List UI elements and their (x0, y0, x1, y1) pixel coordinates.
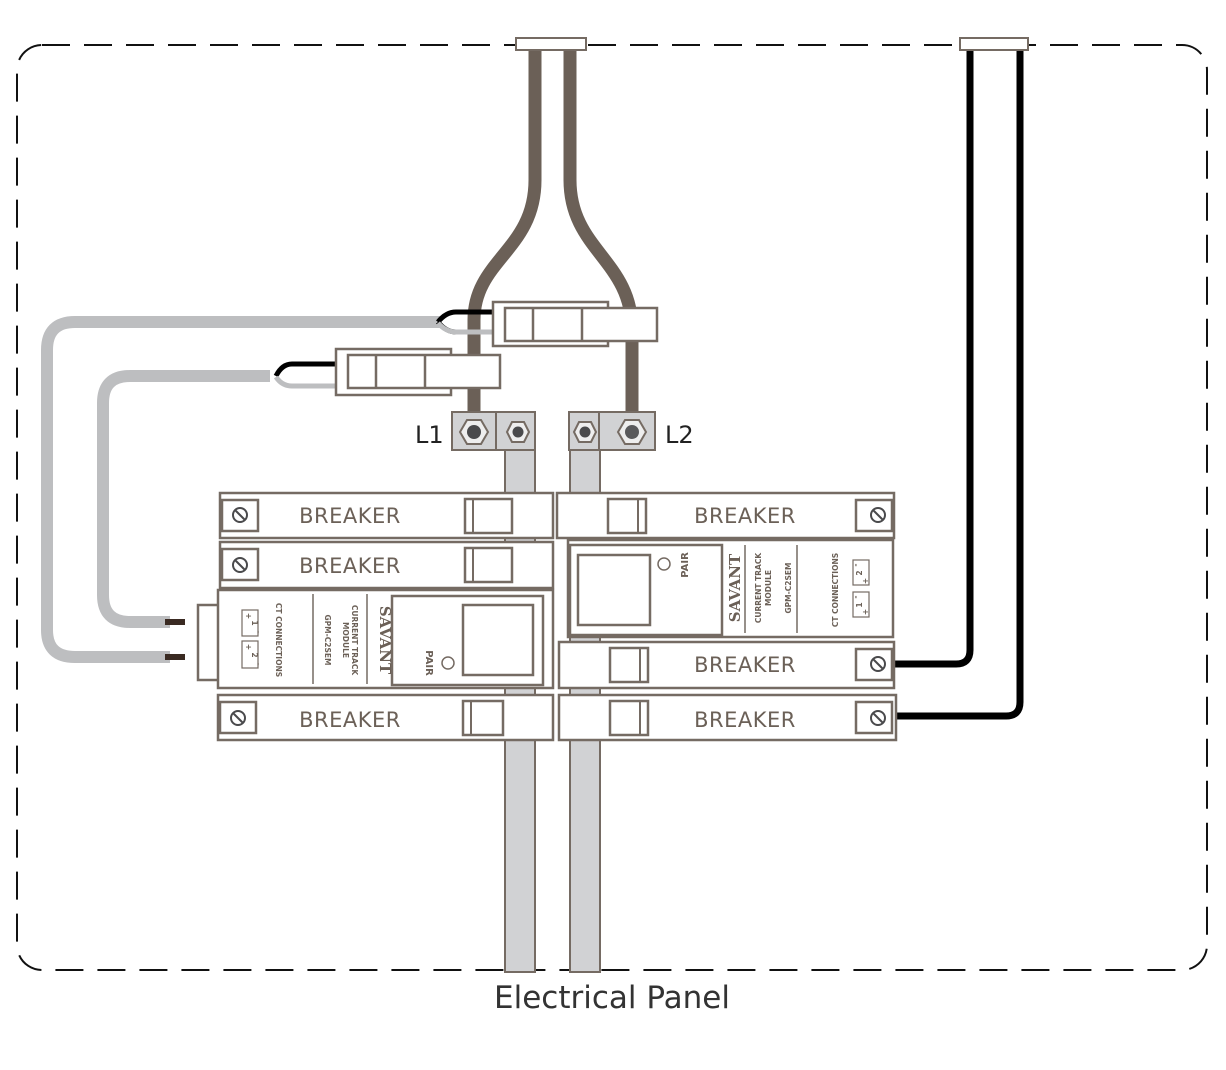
svg-text:1: 1 (855, 602, 864, 607)
svg-text:BREAKER: BREAKER (299, 504, 401, 528)
svg-text:PAIR: PAIR (680, 552, 691, 578)
svg-text:-: - (254, 662, 263, 665)
svg-text:BREAKER: BREAKER (694, 504, 796, 528)
svg-text:-: - (851, 595, 860, 598)
screw-icon (230, 710, 246, 726)
svg-text:SAVANT: SAVANT (376, 606, 394, 675)
breaker-handle (606, 497, 648, 535)
breaker-handle (461, 699, 505, 737)
panel-border (16, 44, 1208, 971)
screw-icon (870, 656, 886, 672)
svg-text:MODULE: MODULE (764, 570, 773, 606)
svg-text:+: + (861, 578, 870, 584)
breaker-handle (608, 646, 650, 684)
service-entry-connector (515, 37, 587, 51)
breaker-handle (608, 699, 650, 737)
svg-text:+: + (244, 613, 253, 619)
screw-icon (870, 710, 886, 726)
ct-connector-plug (196, 603, 222, 682)
pair-led-icon (441, 656, 455, 670)
lug-label-l2: L2 (665, 421, 694, 449)
ct-clamp-1 (491, 300, 659, 348)
svg-text:MODULE: MODULE (341, 622, 350, 658)
svg-text:SAVANT: SAVANT (726, 553, 744, 622)
breaker-left-2[interactable]: BREAKER (218, 540, 555, 590)
breaker-left-1[interactable]: BREAKER (218, 491, 555, 540)
svg-text:BREAKER: BREAKER (299, 554, 401, 578)
branch-entry-connector (959, 37, 1029, 51)
svg-text:BREAKER: BREAKER (694, 653, 796, 677)
svg-text:1: 1 (250, 620, 259, 625)
branch-wire-2 (893, 50, 1024, 720)
svg-text:PAIR: PAIR (423, 650, 434, 676)
svg-text:2: 2 (250, 652, 259, 657)
svg-text:CT CONNECTIONS: CT CONNECTIONS (274, 603, 283, 677)
svg-text:CURRENT TRACK: CURRENT TRACK (350, 605, 359, 676)
svg-text:BREAKER: BREAKER (299, 708, 401, 732)
lug-label-l1: L1 (415, 421, 444, 449)
service-cable-l1 (467, 50, 542, 425)
screw-icon (870, 507, 886, 523)
ct-wire-2 (97, 370, 270, 628)
svg-text:CURRENT TRACK: CURRENT TRACK (754, 552, 763, 623)
ct-wire-1 (41, 316, 440, 663)
service-cable-l2 (563, 50, 639, 425)
screw-icon (232, 557, 248, 573)
pair-led-icon (657, 557, 671, 571)
svg-text:CT CONNECTIONS: CT CONNECTIONS (831, 553, 840, 627)
svg-text:-: - (851, 563, 860, 566)
current-track-module-left: SAVANT CURRENT TRACK MODULE GPM-C2SEM CT… (196, 588, 555, 690)
svg-text:GPM-C2SEM: GPM-C2SEM (323, 615, 332, 666)
svg-text:2: 2 (855, 570, 864, 575)
svg-text:+: + (861, 609, 870, 615)
breaker-right-1[interactable]: BREAKER (555, 491, 896, 540)
breaker-right-2[interactable]: BREAKER (557, 640, 896, 690)
breaker-right-3[interactable]: BREAKER (557, 693, 898, 742)
svg-text:BREAKER: BREAKER (694, 708, 796, 732)
breaker-left-3[interactable]: BREAKER (216, 693, 555, 742)
branch-wire-1 (893, 50, 974, 668)
screw-icon (232, 507, 248, 523)
svg-text:-: - (254, 630, 263, 633)
current-track-module-right: SAVANT CURRENT TRACK MODULE GPM-C2SEM CT… (566, 538, 895, 639)
diagram-title: Electrical Panel (494, 980, 730, 1016)
svg-text:GPM-C2SEM: GPM-C2SEM (784, 563, 793, 614)
ct-clamp-2 (334, 347, 502, 397)
lug-l2 (568, 411, 656, 451)
svg-text:+: + (244, 644, 253, 650)
lug-l1 (451, 411, 536, 451)
ct-lead-2 (273, 361, 336, 378)
